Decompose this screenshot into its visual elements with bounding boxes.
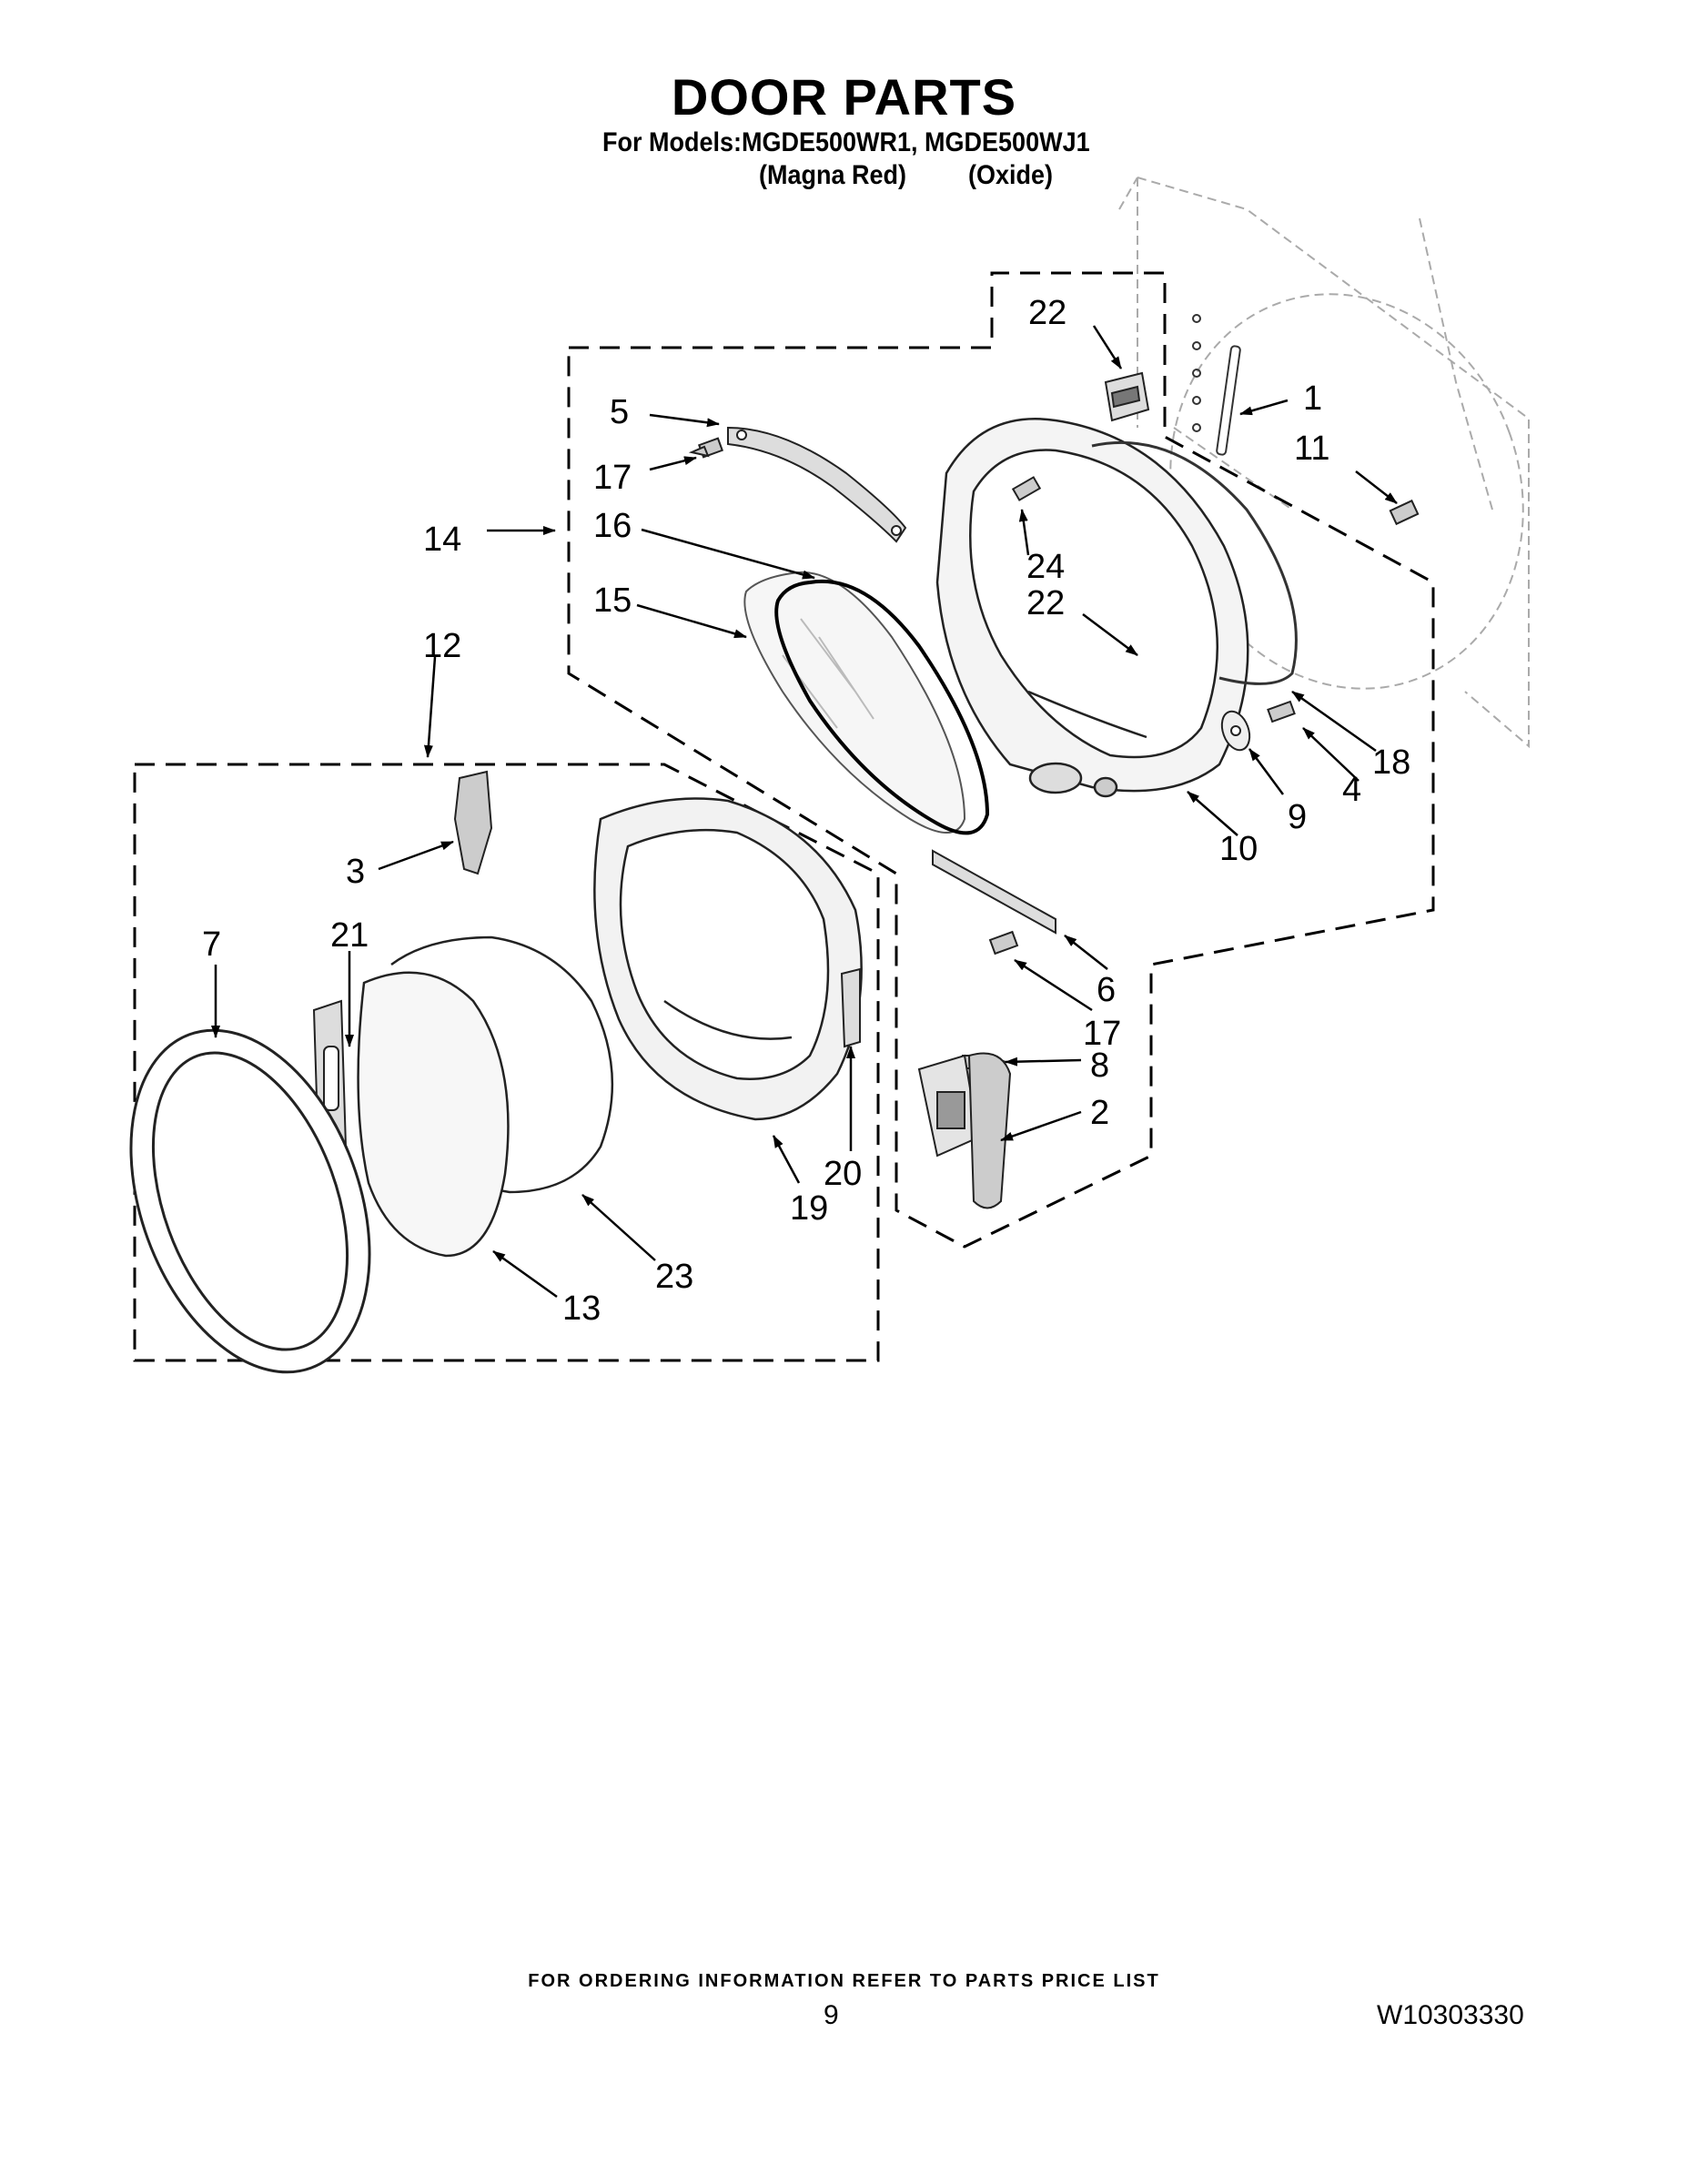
part-1-strike xyxy=(1192,314,1241,456)
part-19-inner-door-panel xyxy=(593,797,863,1121)
callout-8: 8 xyxy=(1090,1046,1109,1085)
callout-7: 7 xyxy=(202,925,221,964)
screw-11 xyxy=(1389,499,1420,526)
part-6-rail xyxy=(932,849,1056,935)
screw-17-top xyxy=(688,437,724,459)
part-3-hinge-cover xyxy=(453,770,493,875)
callout-12: 12 xyxy=(423,627,461,665)
callout-3: 3 xyxy=(346,853,365,891)
screw-4 xyxy=(1267,700,1296,723)
variant-oxide: (Oxide) xyxy=(968,160,1054,190)
page-number: 9 xyxy=(824,2000,839,2030)
part-15-door-glass xyxy=(743,571,966,834)
part-7-door-bezel xyxy=(129,1028,371,1374)
ordering-note: FOR ORDERING INFORMATION REFER TO PARTS … xyxy=(528,1971,1160,1991)
page-title: DOOR PARTS xyxy=(671,68,1017,126)
variant-magna-red: (Magna Red) xyxy=(759,160,906,190)
callout-20: 20 xyxy=(824,1155,862,1193)
screw-17-lower xyxy=(988,930,1019,956)
part-13-door-outer-shell xyxy=(357,971,510,1258)
leader-lines xyxy=(211,325,1398,1299)
callout-16: 16 xyxy=(593,507,632,545)
callout-5: 5 xyxy=(610,393,629,431)
callout-2: 2 xyxy=(1090,1094,1109,1132)
callout-9: 9 xyxy=(1288,798,1307,836)
callout-24: 24 xyxy=(1026,548,1065,586)
callout-11: 11 xyxy=(1294,430,1329,468)
callout-18: 18 xyxy=(1372,743,1410,782)
callout-17-lower: 17 xyxy=(1083,1015,1121,1053)
callout-14: 14 xyxy=(423,521,461,559)
models-line: For Models:MGDE500WR1, MGDE500WJ1 xyxy=(602,127,1090,157)
callout-22-lower: 22 xyxy=(1026,584,1065,622)
document-number: W10303330 xyxy=(1377,2000,1524,2030)
callout-labels: 22 1 5 17 11 14 16 15 24 22 12 18 4 9 10… xyxy=(202,294,1410,1328)
part-18-inner-seal xyxy=(1091,440,1298,685)
callout-4: 4 xyxy=(1342,771,1361,809)
part-20-bracket xyxy=(840,967,861,1048)
callout-22-top: 22 xyxy=(1028,294,1066,332)
part-9-washer xyxy=(1220,710,1251,752)
callout-13: 13 xyxy=(562,1289,601,1328)
part-22-hinge-block-top xyxy=(1104,371,1150,422)
part-2-latch-assembly xyxy=(917,1052,1012,1209)
callout-10: 10 xyxy=(1219,830,1258,868)
part-10-inner-door-frame xyxy=(935,417,1249,798)
callout-21: 21 xyxy=(330,916,369,955)
group-box-14 xyxy=(567,271,1435,1249)
group-box-12 xyxy=(133,763,880,1362)
callout-15: 15 xyxy=(593,581,632,620)
callout-19: 19 xyxy=(790,1189,828,1228)
screw-24 xyxy=(1011,476,1042,501)
part-16-glass-gasket xyxy=(774,579,990,835)
callout-23: 23 xyxy=(655,1258,693,1296)
callout-6: 6 xyxy=(1097,971,1116,1009)
callout-1: 1 xyxy=(1303,379,1322,418)
callout-17-top: 17 xyxy=(593,459,632,497)
part-5-hinge-plate xyxy=(727,426,907,543)
